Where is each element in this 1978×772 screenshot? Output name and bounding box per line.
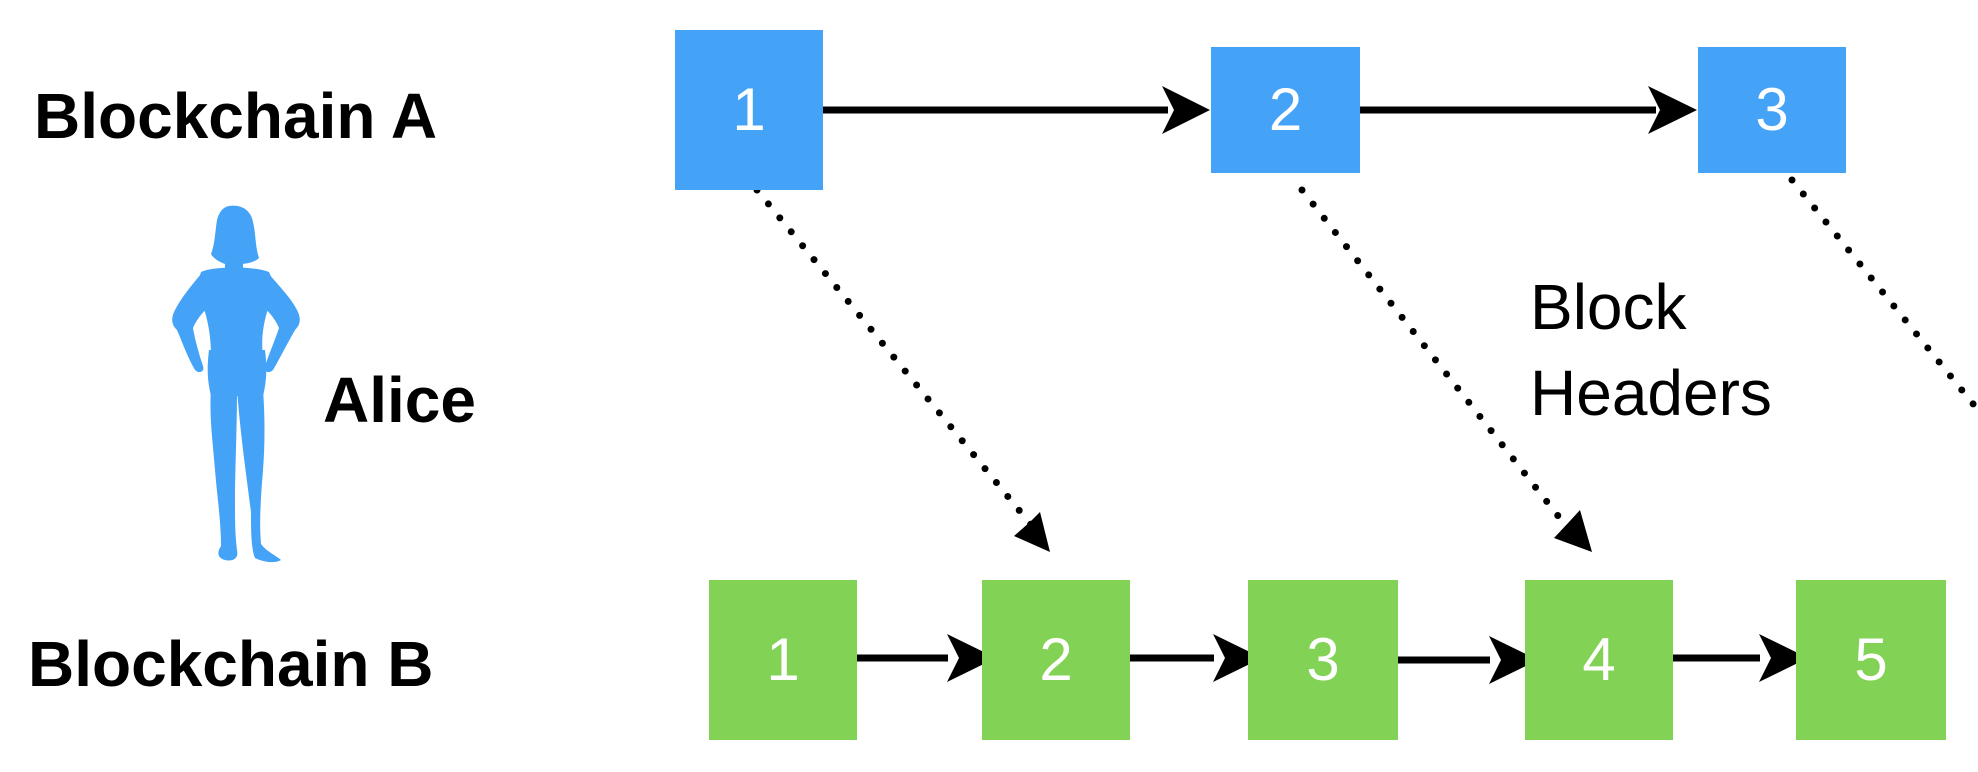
person-silhouette-icon xyxy=(172,205,300,563)
chain-b-link-4-5 xyxy=(1658,634,1808,682)
chain-b-link-2-3 xyxy=(1112,634,1262,682)
relay-a1-to-b2 xyxy=(753,186,1050,552)
chain-b-block-4-label: 4 xyxy=(1582,626,1616,693)
chain-b-block-1: 1 xyxy=(709,580,857,740)
block-headers-line-2: Headers xyxy=(1530,357,1772,429)
chain-b-block-2: 2 xyxy=(982,580,1130,740)
chain-b-label: Blockchain B xyxy=(28,628,434,700)
chain-a-label: Blockchain A xyxy=(34,80,438,152)
relay-a2-to-b4 xyxy=(1298,186,1592,552)
chain-a-block-3: 3 xyxy=(1698,47,1846,173)
chain-a-block-3-label: 3 xyxy=(1755,76,1789,143)
person-name-label: Alice xyxy=(323,364,476,436)
chain-a-block-1: 1 xyxy=(675,30,823,190)
chain-b-block-3: 3 xyxy=(1248,580,1398,740)
chain-a-link-1-2 xyxy=(823,86,1210,134)
chain-b-block-4: 4 xyxy=(1525,580,1673,740)
chain-a-link-2-3 xyxy=(1360,86,1697,134)
chain-b-link-3-4 xyxy=(1388,636,1538,684)
chain-b-block-2-label: 2 xyxy=(1039,626,1073,693)
chain-b-block-5-label: 5 xyxy=(1854,626,1888,693)
chain-a-block-2-label: 2 xyxy=(1268,76,1303,143)
chain-b-block-3-label: 3 xyxy=(1306,626,1340,693)
chain-a-block-1-label: 1 xyxy=(732,76,766,143)
chain-b-block-5: 5 xyxy=(1796,580,1946,740)
chain-b-block-1-label: 1 xyxy=(766,626,800,693)
relay-a3-offscreen xyxy=(1788,176,1978,414)
block-headers-note: Block Headers xyxy=(1530,264,1772,436)
header-relay-links xyxy=(753,176,1978,552)
block-headers-line-1: Block xyxy=(1530,271,1687,343)
chain-a-links xyxy=(823,86,1697,134)
chain-a-block-2: 2 xyxy=(1211,47,1360,173)
chain-b-link-1-2 xyxy=(849,634,996,682)
